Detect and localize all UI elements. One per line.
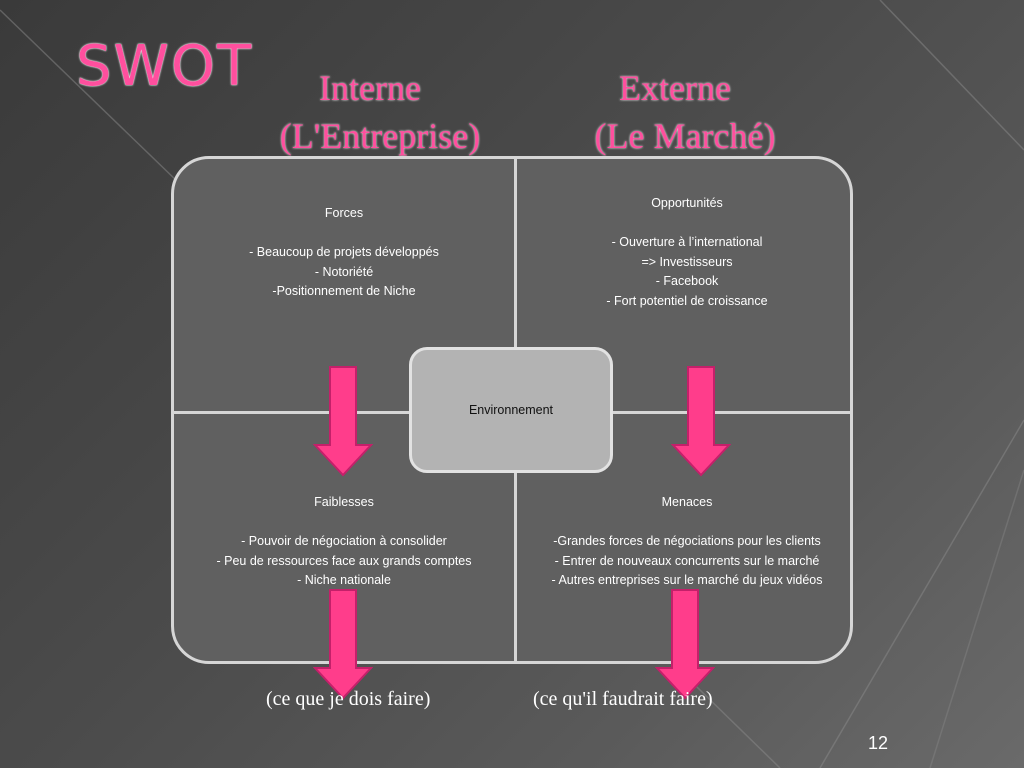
- list-item: - Beaucoup de projets développés: [249, 245, 439, 259]
- header-internal: Interne: [319, 68, 421, 108]
- quadrant-opportunities: Opportunités - Ouverture à l’internation…: [517, 194, 850, 311]
- list-item: - Autres entreprises sur le marché du je…: [551, 573, 823, 587]
- quadrant-weaknesses: Faiblesses - Pouvoir de négociation à co…: [174, 493, 514, 591]
- arrow-down-icon: [655, 589, 715, 700]
- list-item: - Notoriété: [314, 264, 374, 279]
- quadrant-title: Faiblesses: [314, 495, 374, 509]
- quadrant-strengths: Forces - Beaucoup de projets développés …: [174, 204, 514, 302]
- caption-internal: (ce que je dois faire): [266, 688, 431, 710]
- quadrant-title: Forces: [324, 206, 364, 220]
- list-item: => Investisseurs: [641, 254, 733, 269]
- quadrant-title: Menaces: [661, 495, 713, 509]
- arrow-down-icon: [313, 589, 373, 700]
- list-item: - Ouverture à l’international: [611, 235, 763, 249]
- list-item: -Positionnement de Niche: [272, 284, 416, 298]
- list-item: - Fort potentiel de croissance: [606, 293, 768, 308]
- list-item: - Niche nationale: [297, 573, 391, 587]
- environment-label: Environnement: [468, 403, 554, 417]
- list-item: - Facebook: [655, 274, 719, 288]
- arrow-down-icon: [671, 366, 731, 477]
- header-external: Externe: [619, 68, 731, 108]
- header-internal-subtitle: (L'Entreprise): [279, 116, 481, 156]
- list-item: - Pouvoir de négociation à consolider: [241, 534, 447, 548]
- slide-title: SWOT: [76, 34, 254, 99]
- header-external-subtitle: (Le Marché): [594, 116, 776, 156]
- list-item: - Peu de ressources face aux grands comp…: [216, 553, 472, 568]
- arrow-down-icon: [313, 366, 373, 477]
- page-number: 12: [868, 733, 889, 753]
- quadrant-title: Opportunités: [651, 196, 723, 210]
- list-item: - Entrer de nouveaux concurrents sur le …: [554, 553, 820, 568]
- caption-external: (ce qu'il faudrait faire): [533, 688, 713, 710]
- list-item: -Grandes forces de négociations pour les…: [553, 534, 821, 548]
- quadrant-threats: Menaces -Grandes forces de négociations …: [517, 493, 850, 591]
- environment-box: Environnement: [409, 347, 613, 473]
